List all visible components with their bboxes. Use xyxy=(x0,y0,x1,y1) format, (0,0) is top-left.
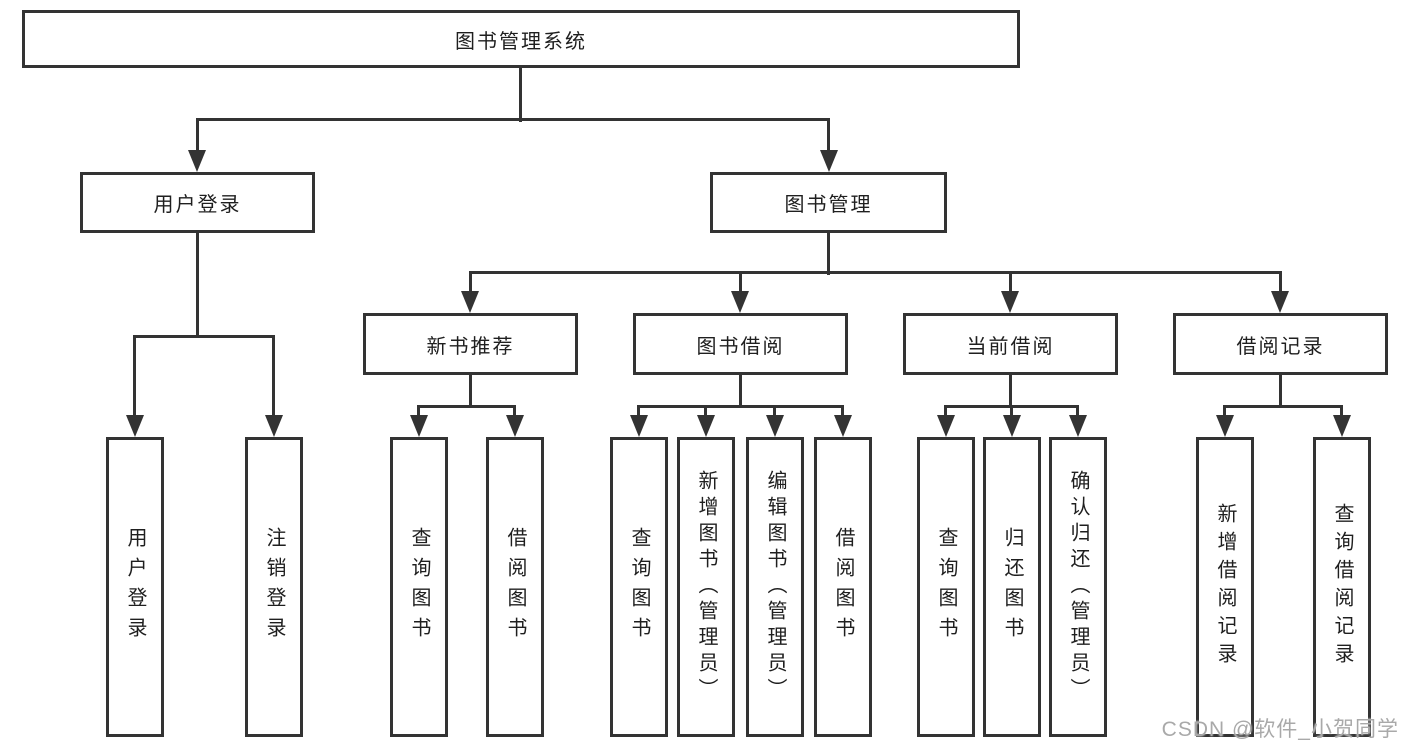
leaf-record-query-record-label: 查询借阅记录 xyxy=(1331,503,1353,671)
connector-line xyxy=(841,406,844,417)
arrow-down-icon xyxy=(834,415,852,437)
connector-line xyxy=(196,118,830,121)
leaf-logout: 注销登录 xyxy=(245,437,303,737)
node-book-management: 图书管理 xyxy=(710,172,947,233)
leaf-user-login-label: 用户登录 xyxy=(124,527,146,647)
leaf-borrow-query-book-label: 查询图书 xyxy=(628,527,650,647)
connector-line xyxy=(1009,373,1012,408)
connector-line xyxy=(1223,406,1226,417)
arrow-down-icon xyxy=(265,415,283,437)
node-new-book-recommend: 新书推荐 xyxy=(363,313,578,375)
arrow-down-icon xyxy=(1069,415,1087,437)
leaf-record-query-record: 查询借阅记录 xyxy=(1313,437,1371,737)
leaf-record-add-record-label: 新增借阅记录 xyxy=(1214,503,1236,671)
csdn-watermark: CSDN @软件_小贺同学 xyxy=(1161,718,1399,741)
connector-line xyxy=(519,66,522,122)
connector-line xyxy=(417,405,516,408)
leaf-current-query-book: 查询图书 xyxy=(917,437,975,737)
leaf-current-return-book: 归还图书 xyxy=(983,437,1041,737)
leaf-borrow-edit-book: 编辑图书（管理员） xyxy=(746,437,804,737)
connector-line xyxy=(944,406,947,417)
node-root: 图书管理系统 xyxy=(22,10,1020,68)
connector-line xyxy=(1223,405,1343,408)
connector-line xyxy=(417,406,420,417)
arrow-down-icon xyxy=(1271,291,1289,313)
connector-line xyxy=(827,231,830,275)
connector-line xyxy=(133,337,136,417)
leaf-current-query-book-label: 查询图书 xyxy=(935,527,957,647)
connector-line xyxy=(1076,406,1079,417)
leaf-recommend-borrow-book-label: 借阅图书 xyxy=(504,527,526,647)
node-current-borrow: 当前借阅 xyxy=(903,313,1118,375)
arrow-down-icon xyxy=(630,415,648,437)
arrow-down-icon xyxy=(1001,291,1019,313)
arrow-down-icon xyxy=(126,415,144,437)
connector-line xyxy=(739,373,742,408)
leaf-borrow-add-book-label: 新增图书（管理员） xyxy=(695,470,717,704)
connector-line xyxy=(196,120,199,152)
leaf-recommend-borrow-book: 借阅图书 xyxy=(486,437,544,737)
arrow-down-icon xyxy=(1003,415,1021,437)
leaf-current-confirm-return: 确认归还（管理员） xyxy=(1049,437,1107,737)
arrow-down-icon xyxy=(1216,415,1234,437)
connector-line xyxy=(133,335,275,338)
arrow-down-icon xyxy=(461,291,479,313)
arrow-down-icon xyxy=(697,415,715,437)
leaf-user-login: 用户登录 xyxy=(106,437,164,737)
leaf-recommend-query-book-label: 查询图书 xyxy=(408,527,430,647)
connector-line xyxy=(1009,273,1012,293)
arrow-down-icon xyxy=(731,291,749,313)
leaf-borrow-edit-book-label: 编辑图书（管理员） xyxy=(764,470,786,704)
connector-line xyxy=(637,406,640,417)
leaf-borrow-borrow-book: 借阅图书 xyxy=(814,437,872,737)
connector-line xyxy=(469,271,1282,274)
node-user-login: 用户登录 xyxy=(80,172,315,233)
node-user-login-label: 用户登录 xyxy=(153,194,242,216)
connector-line xyxy=(469,273,472,293)
node-borrow-record: 借阅记录 xyxy=(1173,313,1388,375)
node-borrow-record-label: 借阅记录 xyxy=(1236,335,1325,358)
connector-line xyxy=(469,373,472,408)
arrow-down-icon xyxy=(820,150,838,172)
connector-line xyxy=(272,337,275,417)
connector-line xyxy=(513,406,516,417)
leaf-current-return-book-label: 归还图书 xyxy=(1001,527,1023,647)
connector-line xyxy=(1279,273,1282,293)
arrow-down-icon xyxy=(506,415,524,437)
arrow-down-icon xyxy=(1333,415,1351,437)
connector-line xyxy=(637,405,844,408)
leaf-borrow-add-book: 新增图书（管理员） xyxy=(677,437,735,737)
leaf-recommend-query-book: 查询图书 xyxy=(390,437,448,737)
connector-line xyxy=(827,120,830,152)
node-book-management-label: 图书管理 xyxy=(784,194,873,216)
node-book-borrow-label: 图书借阅 xyxy=(696,335,785,358)
connector-line xyxy=(739,273,742,293)
connector-line xyxy=(773,406,776,417)
connector-line xyxy=(704,406,707,417)
leaf-record-add-record: 新增借阅记录 xyxy=(1196,437,1254,737)
leaf-logout-label: 注销登录 xyxy=(263,527,285,647)
node-current-borrow-label: 当前借阅 xyxy=(966,335,1055,358)
leaf-borrow-query-book: 查询图书 xyxy=(610,437,668,737)
connector-line xyxy=(1279,373,1282,408)
arrow-down-icon xyxy=(937,415,955,437)
arrow-down-icon xyxy=(766,415,784,437)
node-book-borrow: 图书借阅 xyxy=(633,313,848,375)
arrow-down-icon xyxy=(410,415,428,437)
leaf-current-confirm-return-label: 确认归还（管理员） xyxy=(1067,470,1089,704)
node-root-label: 图书管理系统 xyxy=(455,30,587,53)
leaf-borrow-borrow-book-label: 借阅图书 xyxy=(832,527,854,647)
connector-line xyxy=(196,231,199,338)
connector-line xyxy=(1010,406,1013,417)
arrow-down-icon xyxy=(188,150,206,172)
node-new-book-recommend-label: 新书推荐 xyxy=(426,335,515,358)
connector-line xyxy=(1340,406,1343,417)
